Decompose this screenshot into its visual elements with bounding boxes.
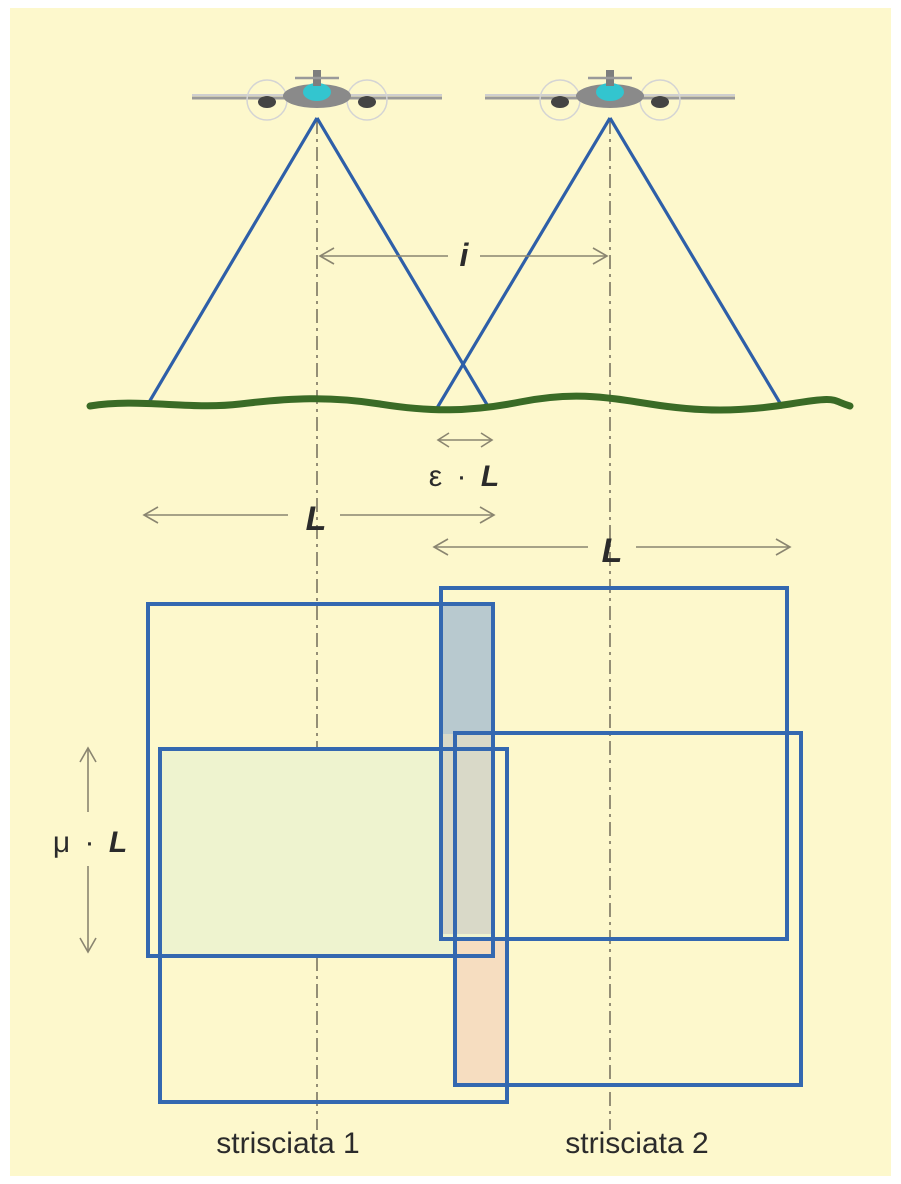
- footprint-2-label: L: [602, 532, 623, 570]
- interaxis-label: i: [460, 237, 470, 273]
- strip-2-label: strisciata 2: [565, 1127, 708, 1160]
- camera-cones: [146, 117, 785, 409]
- photo-frame-strip-1-a: [146, 602, 495, 958]
- side-overlap-label: ε · L: [429, 460, 499, 493]
- cone-2-right-ray: [608, 117, 785, 409]
- epsilon-symbol: ε: [429, 460, 442, 493]
- length-symbol: L: [481, 460, 499, 493]
- forward-overlap-arrow: [79, 746, 97, 954]
- cone-1-left-ray: [146, 117, 319, 405]
- photo-frame-strip-2-a: [439, 586, 789, 941]
- forward-overlap-label: μ · L: [53, 826, 127, 859]
- cone-1-right-ray: [315, 117, 491, 409]
- interaxis-arrow: [318, 247, 609, 265]
- background-panel: [10, 8, 891, 1176]
- side-overlap-arrow: [436, 432, 494, 448]
- strip-1-label: strisciata 1: [216, 1127, 359, 1160]
- side-overlap-area-top: [441, 604, 493, 734]
- dot-operator: ·: [457, 460, 467, 493]
- photo-frame-strip-1-b: [158, 747, 509, 1104]
- side-overlap-area-mid: [441, 734, 493, 934]
- airplane-icon: [485, 70, 735, 121]
- side-overlap-area-bottom: [455, 940, 507, 1085]
- dot-operator: ·: [84, 826, 94, 859]
- length-symbol: L: [109, 826, 127, 859]
- footprint-1-arrow: [142, 506, 496, 524]
- photo-frames: [146, 586, 803, 1104]
- footprint-2-arrow: [432, 538, 792, 556]
- footprint-1-label: L: [306, 500, 327, 538]
- ground-line: [86, 392, 854, 414]
- photo-frame-strip-2-b: [453, 731, 803, 1087]
- mu-symbol: μ: [53, 826, 70, 859]
- airplane-icon: [192, 70, 442, 121]
- dimension-arrows: [79, 247, 792, 954]
- cone-2-left-ray: [435, 117, 612, 409]
- forward-overlap-area: [160, 749, 493, 954]
